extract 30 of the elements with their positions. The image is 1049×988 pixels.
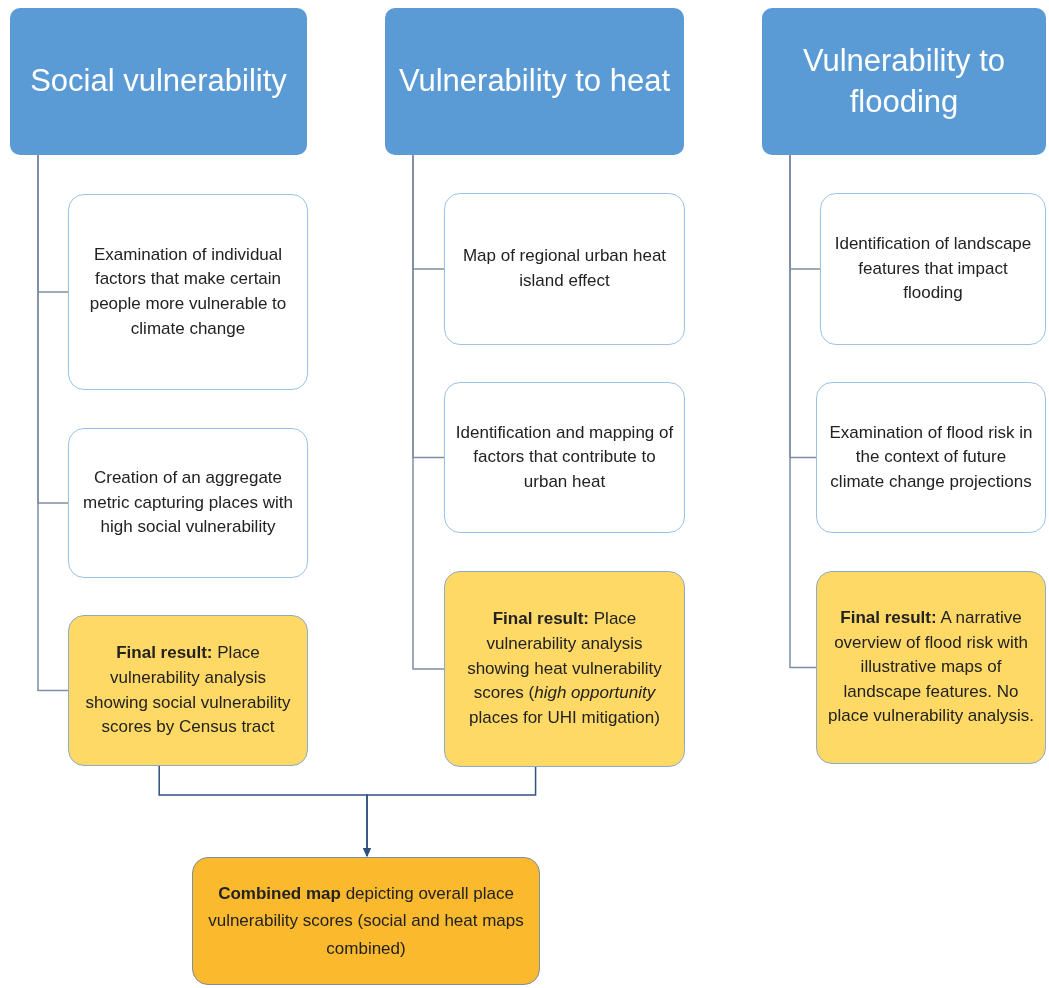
box-text: Final result: Place vulnerability analysis showing heat vulnerability scores (high opportunity places for UHI mitigation) (466, 608, 663, 729)
step-box (68, 194, 308, 390)
box-text: Identification and mapping of factors that contribute to urban heat (455, 421, 674, 493)
heading-text: Vulnerability to flooding (801, 42, 1007, 121)
box-text: Creation of an aggregate metric capturing places with high social vulnerability (82, 467, 294, 539)
connector-line (363, 766, 537, 857)
result-box (816, 571, 1046, 764)
header-box (385, 8, 684, 155)
box-text: Identification of landscape features that impact flooding (833, 233, 1033, 305)
result-box (444, 571, 685, 767)
box-text: Map of regional urban heat island effect (461, 245, 668, 292)
heading-text: Vulnerability to heat (398, 62, 671, 101)
box-text: Combined map depicting overall place vulnerability scores (social and heat maps combined) (207, 883, 525, 960)
header-box (10, 8, 307, 155)
box-text: Final result: A narrative overview of flood risk with illustrative maps of landscape features. No place vulnerability analysis. (827, 606, 1035, 728)
step-box (68, 428, 308, 578)
connector-line (37, 154, 69, 692)
box-text: Final result: Place vulnerability analysis showing social vulnerability scores by Census tract (84, 642, 292, 739)
combined-result-box (192, 857, 540, 985)
step-box (816, 382, 1046, 533)
connector-line (789, 154, 817, 669)
step-box (444, 382, 685, 533)
heading-text: Social vulnerability (30, 62, 287, 101)
step-box (820, 193, 1046, 345)
header-box (762, 8, 1046, 155)
box-text: Examination of individual factors that make certain people more vulnerable to climate change (88, 243, 288, 340)
box-text: Examination of flood risk in the context of future climate change projections (828, 421, 1034, 493)
result-box (68, 615, 308, 766)
connector-line (412, 154, 445, 670)
step-box (444, 193, 685, 345)
